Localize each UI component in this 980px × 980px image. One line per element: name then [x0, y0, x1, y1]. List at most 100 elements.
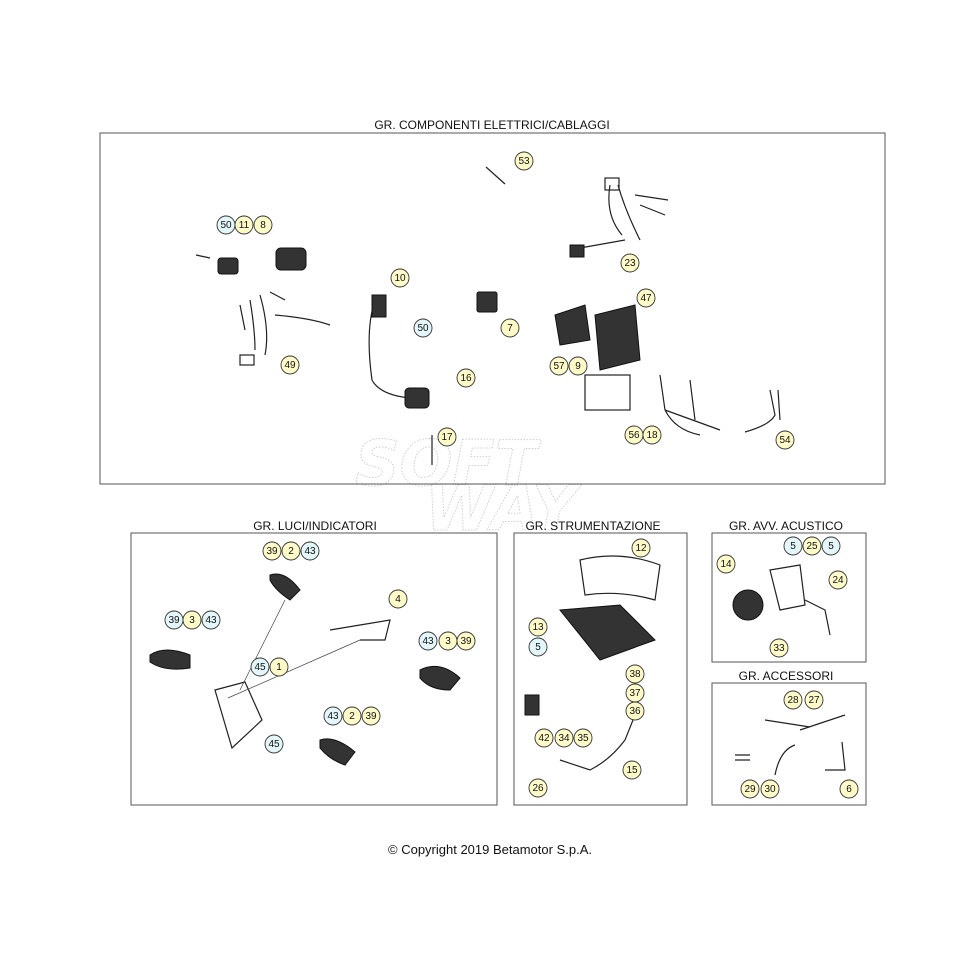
callout-10: 10	[390, 268, 410, 288]
callout-8: 8	[253, 215, 273, 235]
callout-1: 1	[269, 657, 289, 677]
callout-label: 13	[532, 622, 544, 633]
callout-label: 26	[532, 783, 544, 794]
callout-39: 39	[361, 706, 381, 726]
frame-accessories	[711, 682, 867, 806]
callout-bubble	[201, 610, 221, 630]
frame-instruments	[513, 532, 688, 806]
callout-bubble	[769, 638, 789, 658]
callout-47: 47	[636, 288, 656, 308]
callout-23: 23	[620, 253, 640, 273]
section-title-wiring: GR. COMPONENTI ELETTRICI/CABLAGGI	[374, 118, 609, 132]
callout-13: 13	[528, 617, 548, 637]
callout-4: 4	[388, 589, 408, 609]
callout-bubble	[234, 215, 254, 235]
callout-label: 45	[268, 739, 280, 750]
callout-label: 15	[626, 765, 638, 776]
callout-bubble	[262, 541, 282, 561]
frame-wiring	[99, 132, 886, 485]
part-drawings-instruments	[524, 555, 661, 771]
callout-bubble	[388, 589, 408, 609]
callout-29: 29	[740, 779, 760, 799]
callout-label: 42	[538, 733, 550, 744]
callout-label: 50	[417, 323, 429, 334]
callout-49: 49	[280, 355, 300, 375]
callout-label: 43	[422, 636, 434, 647]
callout-bubble	[269, 657, 289, 677]
callout-label: 43	[327, 711, 339, 722]
callout-6: 6	[839, 779, 859, 799]
callout-2: 2	[281, 541, 301, 561]
frame-lights	[130, 532, 498, 806]
callout-label: 34	[558, 733, 570, 744]
callout-label: 12	[635, 543, 647, 554]
callout-54: 54	[775, 430, 795, 450]
callout-label: 7	[507, 323, 513, 334]
callout-label: 29	[744, 784, 756, 795]
callout-43: 43	[323, 706, 343, 726]
callout-33: 33	[769, 638, 789, 658]
callout-37: 37	[625, 683, 645, 703]
callout-39: 39	[456, 631, 476, 651]
part-drawings-horn	[732, 564, 831, 636]
callout-39: 39	[262, 541, 282, 561]
callout-bubble	[804, 690, 824, 710]
callout-43: 43	[418, 631, 438, 651]
callout-2: 2	[342, 706, 362, 726]
callout-label: 50	[220, 220, 232, 231]
callout-26: 26	[528, 778, 548, 798]
callout-30: 30	[760, 779, 780, 799]
part-drawings-lights	[149, 573, 461, 766]
callout-56: 56	[624, 425, 644, 445]
callout-label: 57	[553, 361, 565, 372]
callout-bubble	[280, 355, 300, 375]
callout-5: 5	[821, 536, 841, 556]
callout-label: 3	[445, 636, 451, 647]
callout-label: 2	[349, 711, 355, 722]
callout-bubble	[549, 356, 569, 376]
callout-bubble	[281, 541, 301, 561]
callout-3: 3	[438, 631, 458, 651]
callout-label: 38	[629, 669, 641, 680]
callout-label: 9	[575, 361, 581, 372]
callout-bubble	[534, 728, 554, 748]
callout-bubble	[300, 541, 320, 561]
callout-28: 28	[783, 690, 803, 710]
callout-label: 53	[518, 156, 530, 167]
section-title-accessories: GR. ACCESSORI	[739, 669, 834, 683]
callout-label: 16	[460, 373, 472, 384]
callout-label: 11	[239, 220, 250, 231]
callout-bubble	[568, 356, 588, 376]
callout-bubble	[528, 778, 548, 798]
callout-24: 24	[828, 570, 848, 590]
callout-35: 35	[573, 728, 593, 748]
callout-14: 14	[716, 554, 736, 574]
callout-label: 25	[806, 541, 818, 552]
callout-12: 12	[631, 538, 651, 558]
callout-bubble	[250, 657, 270, 677]
callout-label: 17	[441, 432, 453, 443]
watermark-line-2: WAY	[425, 472, 583, 545]
callout-50: 50	[413, 318, 433, 338]
callout-11: 11	[234, 215, 254, 235]
callout-label: 43	[304, 546, 316, 557]
callout-bubble	[821, 536, 841, 556]
callout-39: 39	[164, 610, 184, 630]
callout-label: 45	[254, 662, 266, 673]
callout-label: 47	[640, 293, 652, 304]
part-drawings-wiring	[195, 166, 781, 465]
callout-bubble	[839, 779, 859, 799]
callout-45: 45	[264, 734, 284, 754]
callout-bubble	[437, 427, 457, 447]
callout-label: 27	[808, 695, 820, 706]
copyright-notice: © Copyright 2019 Betamotor S.p.A.	[388, 842, 592, 857]
callout-label: 43	[205, 615, 217, 626]
section-title-horn: GR. AVV. ACUSTICO	[729, 519, 843, 533]
callout-bubble	[740, 779, 760, 799]
callout-label: 1	[276, 662, 282, 673]
callout-label: 49	[284, 360, 296, 371]
callout-label: 39	[266, 546, 278, 557]
callout-bubble	[625, 701, 645, 721]
callout-bubble	[253, 215, 273, 235]
